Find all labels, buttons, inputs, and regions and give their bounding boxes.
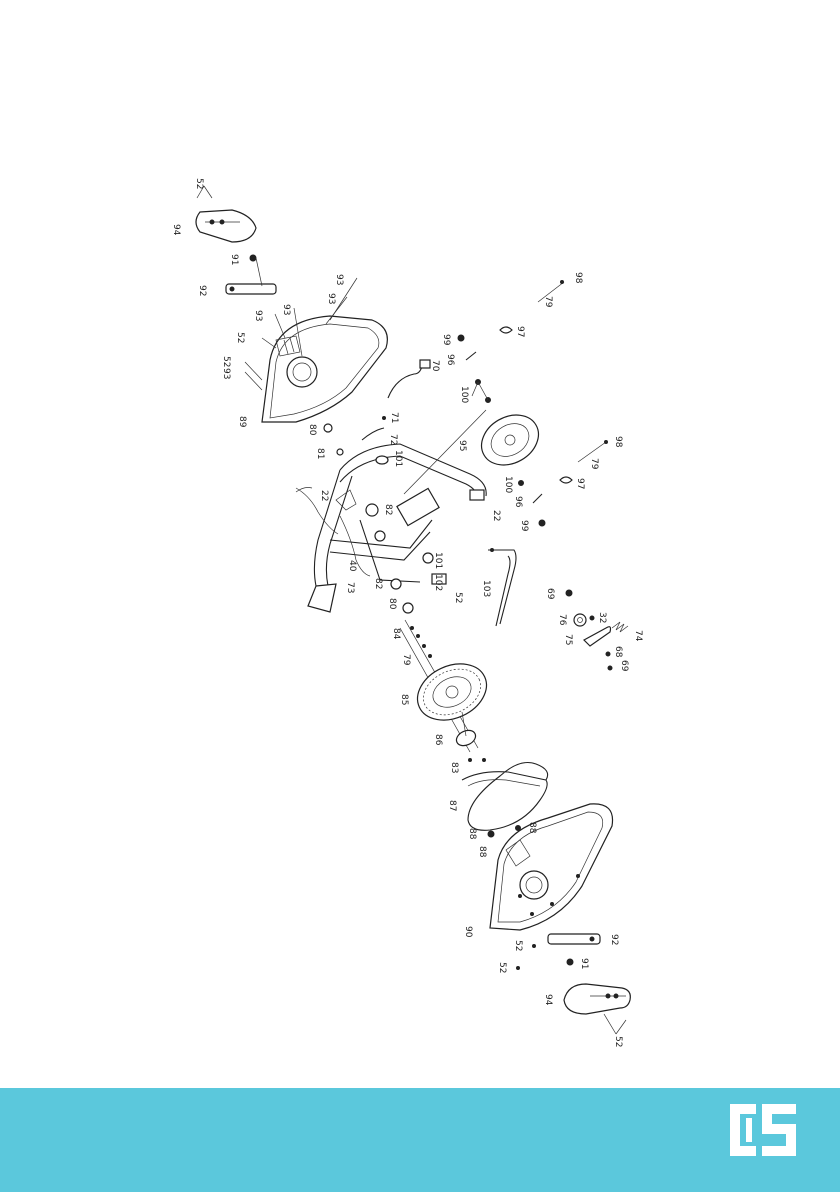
label-97: 97 [515, 326, 525, 337]
label-80: 80 [387, 598, 397, 610]
pulley-wheel [408, 653, 495, 731]
label-99: 99 [441, 334, 451, 346]
label-82: 82 [373, 578, 383, 589]
label-97: 97 [575, 478, 585, 489]
label-86: 86 [433, 734, 443, 746]
label-94: 94 [543, 994, 553, 1006]
label-52: 52 [221, 356, 231, 367]
label-91: 91 [579, 958, 589, 969]
right-side-cover [490, 804, 613, 930]
label-79: 79 [543, 296, 553, 308]
label-40: 40 [347, 560, 357, 572]
label-88: 88 [527, 822, 537, 834]
label-93: 93 [221, 368, 231, 379]
label-68: 68 [613, 646, 623, 658]
label-32: 32 [597, 612, 607, 623]
label-52: 52 [194, 178, 204, 189]
label-69: 69 [619, 660, 629, 672]
label-101: 101 [393, 450, 403, 467]
left-side-cover [262, 316, 387, 422]
label-52: 52 [235, 332, 245, 343]
label-94: 94 [171, 224, 181, 236]
label-52: 52 [513, 940, 523, 951]
label-76: 76 [557, 614, 567, 626]
label-85: 85 [399, 694, 409, 705]
seat-post [488, 549, 516, 627]
label-93: 93 [281, 304, 291, 315]
label-80: 80 [307, 424, 317, 436]
label-70: 70 [430, 360, 440, 372]
label-52: 52 [613, 1036, 623, 1047]
axle-hardware-upper [458, 281, 564, 361]
label-100: 100 [503, 476, 513, 493]
label-96: 96 [513, 496, 523, 508]
label-95: 95 [457, 440, 467, 451]
label-22: 22 [319, 490, 329, 501]
label-103: 103 [481, 580, 491, 597]
label-81: 81 [315, 448, 325, 459]
label-79: 79 [401, 654, 411, 666]
label-93: 93 [253, 310, 263, 321]
label-100: 100 [459, 386, 469, 403]
label-88: 88 [467, 828, 477, 840]
label-83: 83 [449, 762, 459, 773]
label-89: 89 [237, 416, 247, 428]
label-99: 99 [519, 520, 529, 532]
label-69: 69 [545, 588, 555, 600]
label-22: 22 [491, 510, 501, 521]
label-84: 84 [391, 628, 401, 640]
footer-band [0, 1088, 840, 1192]
label-90: 90 [463, 926, 473, 938]
cs-logo-icon [726, 1100, 802, 1160]
top-pedal-group [196, 186, 276, 294]
label-88: 88 [477, 846, 487, 858]
label-98: 98 [613, 436, 623, 448]
label-82: 82 [383, 504, 393, 515]
label-73: 73 [345, 582, 355, 593]
label-74: 74 [633, 630, 643, 642]
label-52: 52 [453, 592, 463, 603]
label-71: 71 [389, 412, 399, 423]
label-75: 75 [563, 634, 573, 645]
main-frame [296, 444, 486, 612]
label-72: 72 [388, 434, 398, 445]
label-102: 102 [433, 574, 443, 591]
label-91: 91 [229, 254, 239, 265]
label-92: 92 [197, 285, 207, 296]
label-52: 52 [497, 962, 507, 973]
exploded-parts-diagram: 52 94 91 92 93 93 93 93 52 52 93 89 98 7… [0, 0, 840, 1088]
label-87: 87 [447, 800, 457, 811]
crank-disc [454, 712, 486, 762]
label-79: 79 [589, 458, 599, 470]
label-93: 93 [334, 274, 344, 285]
sensor-cable [362, 360, 430, 440]
tensioner-group [566, 590, 628, 670]
axle-hardware-lower [533, 441, 608, 527]
label-96: 96 [445, 354, 455, 366]
label-93: 93 [326, 293, 336, 304]
label-101: 101 [433, 552, 443, 569]
label-98: 98 [573, 272, 583, 284]
drive-belt [462, 763, 548, 831]
small-parts-cluster [324, 424, 446, 613]
label-92: 92 [609, 934, 619, 945]
